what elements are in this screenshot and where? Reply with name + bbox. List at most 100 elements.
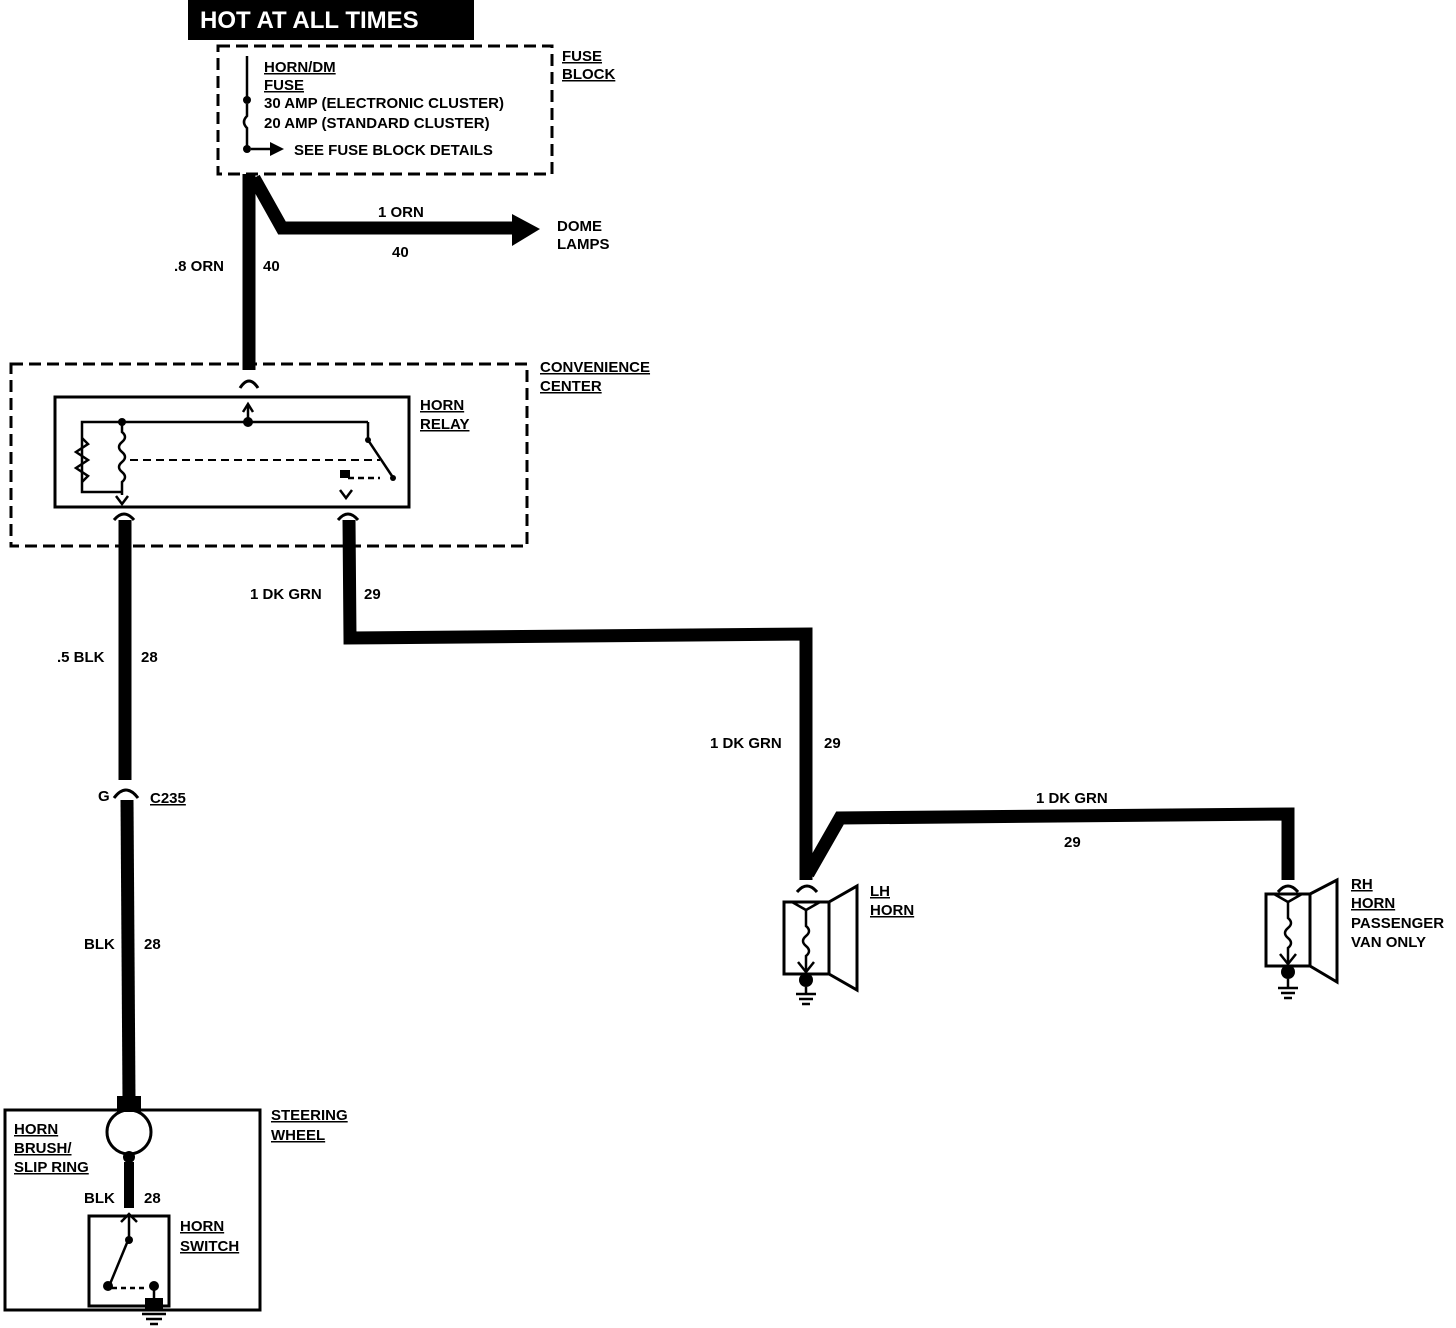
convenience-center-outline <box>9 362 529 548</box>
lh-horn-label-1: LH <box>870 883 890 900</box>
fuse-see-details: SEE FUSE BLOCK DETAILS <box>294 142 493 159</box>
c235-pin-label: G <box>98 788 110 805</box>
c235-name-label: C235 <box>150 790 186 807</box>
fuse-icon <box>242 104 249 146</box>
coil-connector-icon <box>112 512 136 522</box>
rh-horn: RH HORN PASSENGER VAN ONLY <box>1264 876 1444 1000</box>
fuse-block-label-2: BLOCK <box>562 66 615 83</box>
fuse-name-2: FUSE <box>264 77 304 94</box>
relay-contact-tip <box>390 475 396 481</box>
rh-horn-label-2: HORN <box>1351 895 1395 912</box>
dome-lamps-wire <box>248 174 516 235</box>
convenience-center-label-1: CONVENIENCE <box>540 359 650 376</box>
relay-coil-terminal-icon <box>115 495 129 507</box>
title-text: HOT AT ALL TIMES <box>200 7 419 34</box>
column-wire-label: BLK <box>84 936 115 953</box>
feed-circuit-label: 40 <box>263 258 280 275</box>
rh-horn-coil-icon <box>1283 902 1293 962</box>
lh-horn-label-2: HORN <box>870 902 914 919</box>
fuse-details-arrow-icon <box>270 142 284 156</box>
fuse-output-dot <box>243 145 251 153</box>
lh-horn: LH HORN <box>782 883 914 1006</box>
lh-horn-ground-icon <box>796 992 816 1006</box>
lh-horn-ground-dot <box>799 973 813 987</box>
relay-contact-icon <box>366 422 394 477</box>
horn-switch-ground-block <box>145 1298 163 1310</box>
rh-horn-connector-icon <box>1276 884 1300 894</box>
rh-horn-label-4: VAN ONLY <box>1351 934 1426 951</box>
relay-out-circuit-label: 29 <box>364 586 381 603</box>
fuse-block: FUSE BLOCK HORN/DM FUSE 30 AMP (ELECTRON… <box>216 44 615 176</box>
relay-coil-icon <box>117 422 127 495</box>
dome-lamps-label-1: DOME <box>557 218 602 235</box>
c235-connector-icon <box>112 788 140 799</box>
horn-switch-tip <box>103 1281 113 1291</box>
control-circuit-label: 28 <box>141 649 158 666</box>
horn-switch: HORN SWITCH <box>87 1212 239 1326</box>
column-circuit-label: 28 <box>144 936 161 953</box>
rh-horn-label-1: RH <box>1351 876 1373 893</box>
convenience-center: CONVENIENCE CENTER <box>9 359 650 548</box>
control-wire-label: .5 BLK <box>57 649 105 666</box>
dome-lamps-arrow-icon <box>512 214 540 246</box>
brush-terminal <box>117 1096 141 1112</box>
horn-switch-terminal-icon <box>120 1212 138 1223</box>
feed-wire-label: .8 ORN <box>174 258 224 275</box>
horn-switch-pivot <box>125 1236 133 1244</box>
feed-connector-icon <box>238 379 260 389</box>
relay-contact-link <box>344 470 380 480</box>
lh-horn-bell-icon <box>828 883 859 993</box>
fuse-name-1: HORN/DM <box>264 59 336 76</box>
relay-resistor-icon <box>73 437 91 483</box>
relay-out-wire-label: 1 DK GRN <box>250 586 322 603</box>
horn-switch-contact-icon <box>108 1216 131 1285</box>
rh-horn-bell-icon <box>1309 877 1339 985</box>
dome-wire-label: 1 ORN <box>378 204 424 221</box>
column-wire-blk <box>120 799 136 1101</box>
steering-wheel-label-2: WHEEL <box>271 1127 325 1144</box>
horn-brush-label-3: SLIP RING <box>14 1159 89 1176</box>
relay-contact-pivot <box>365 437 371 443</box>
lh-feed-circuit-label: 29 <box>824 735 841 752</box>
horn-relay-label-2: RELAY <box>420 416 469 433</box>
horn-relay-outline <box>53 395 411 509</box>
relay-output-wire-dkgrn <box>342 519 813 880</box>
rh-horn-label-3: PASSENGER <box>1351 915 1444 932</box>
rh-feed-circuit-label: 29 <box>1064 834 1081 851</box>
relay-output-connector-icon <box>336 512 360 522</box>
horn-switch-label-2: SWITCH <box>180 1238 239 1255</box>
relay-diode-loop <box>80 420 122 494</box>
dome-lamps-label-2: LAMPS <box>557 236 610 253</box>
horn-relay: HORN RELAY <box>53 395 469 509</box>
rh-horn-ground-dot <box>1281 965 1295 979</box>
convenience-center-label-2: CENTER <box>540 378 602 395</box>
fuse-rating-1: 30 AMP (ELECTRONIC CLUSTER) <box>264 95 504 112</box>
rh-horn-wire-dkgrn <box>802 807 1295 880</box>
fuse-rating-2: 20 AMP (STANDARD CLUSTER) <box>264 115 490 132</box>
fuse-block-label-1: FUSE <box>562 48 602 65</box>
rh-horn-coil-arrow <box>1279 953 1297 967</box>
switch-wire-label: BLK <box>84 1190 115 1207</box>
rh-feed-wire-label: 1 DK GRN <box>1036 790 1108 807</box>
fuse-terminal-dot <box>243 96 251 104</box>
rh-horn-ground-icon <box>1278 986 1298 1000</box>
horn-relay-label-1: HORN <box>420 397 464 414</box>
lh-horn-coil-arrow <box>797 961 815 975</box>
slip-ring-icon <box>105 1108 153 1156</box>
slip-ring-dot <box>123 1151 135 1163</box>
horn-switch-label-1: HORN <box>180 1218 224 1235</box>
steering-wheel: STEERING WHEEL HORN BRUSH/ SLIP RING BLK… <box>3 1096 348 1312</box>
dome-circuit-label: 40 <box>392 244 409 261</box>
horn-switch-ground-icon <box>142 1312 166 1326</box>
lh-horn-coil-icon <box>801 910 811 970</box>
fuse-block-outline <box>216 44 554 176</box>
horn-brush-label-1: HORN <box>14 1121 58 1138</box>
switch-circuit-label: 28 <box>144 1190 161 1207</box>
horn-switch-ground-dot <box>149 1281 159 1291</box>
relay-output-contact <box>340 470 350 478</box>
horn-brush-label-2: BRUSH/ <box>14 1140 72 1157</box>
relay-output-terminal-icon <box>339 489 353 501</box>
steering-wheel-label-1: STEERING <box>271 1107 348 1124</box>
title-banner: HOT AT ALL TIMES <box>188 0 474 40</box>
